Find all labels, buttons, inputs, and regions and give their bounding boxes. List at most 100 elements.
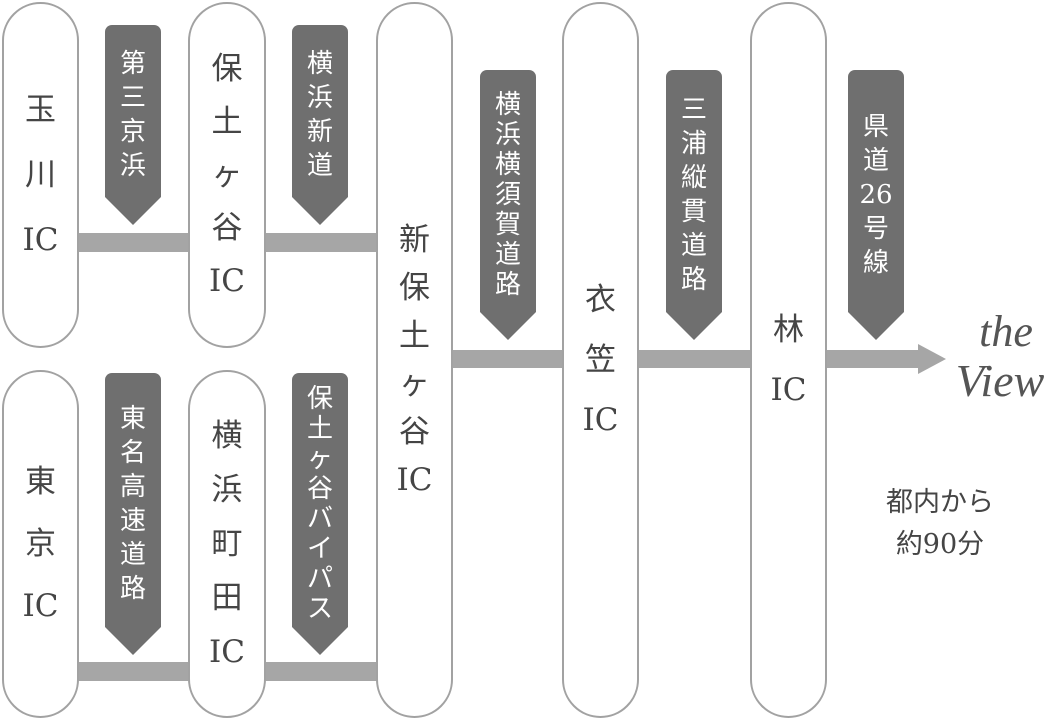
vertical-glyph: 林 — [773, 312, 804, 348]
vertical-glyph: 路 — [119, 574, 146, 604]
vertical-glyph: 田 — [211, 580, 243, 616]
vertical-glyph: 高 — [119, 472, 146, 502]
connector-tamagawa-hodogaya — [60, 233, 200, 252]
vertical-glyph: 浜 — [211, 472, 243, 508]
interchange-shin-hodogaya: 新保土ヶ谷 IC — [376, 2, 453, 718]
road-label-yokohama-yokosuka: 横浜横須賀道路 — [480, 70, 536, 340]
vertical-glyph: ヶ — [306, 444, 333, 474]
vertical-glyph: 土 — [399, 318, 430, 354]
vertical-glyph: IC — [770, 372, 807, 408]
interchange-name: 新保土ヶ谷 IC — [397, 216, 433, 504]
destination-logo-line2: View — [955, 355, 1045, 406]
vertical-glyph: 横 — [211, 418, 243, 454]
arrow-right-icon — [918, 344, 946, 374]
road-label-daisan-keihin: 第三京浜 — [105, 25, 161, 225]
vertical-glyph: 笠 — [585, 342, 616, 378]
interchange-name: 横浜町田 IC — [209, 409, 245, 679]
road-label-hodogaya-bypass: 保土ヶ谷バイパス — [292, 373, 348, 655]
vertical-glyph: 新 — [399, 222, 430, 258]
vertical-glyph: 道 — [680, 231, 707, 261]
interchange-yokohama-machida: 横浜町田 IC — [188, 370, 266, 718]
road-label-miura-jukan: 三浦縦貫道路 — [666, 70, 722, 340]
vertical-glyph: 貫 — [680, 197, 707, 227]
road-name: 東名高速道路 — [105, 373, 161, 635]
vertical-glyph: IC — [209, 262, 245, 299]
interchange-name: 玉川 IC — [23, 78, 59, 273]
road-label-tomei: 東名高速道路 — [105, 373, 161, 655]
vertical-glyph: 道 — [494, 240, 521, 270]
connector-yokohama-machida-shin-hodogaya — [250, 662, 390, 681]
vertical-glyph: 三 — [680, 95, 707, 125]
vertical-glyph: IC — [209, 634, 245, 670]
vertical-glyph: 土 — [306, 414, 333, 444]
vertical-glyph: 川 — [25, 156, 56, 193]
vertical-glyph: 道 — [119, 540, 146, 570]
vertical-glyph: 横 — [494, 90, 521, 120]
connector-kinugasa-hayashi — [625, 350, 760, 368]
road-name: 保土ヶ谷バイパス — [292, 373, 348, 635]
vertical-glyph: 保 — [306, 384, 333, 414]
vertical-glyph: 県 — [862, 112, 889, 142]
vertical-glyph: 谷 — [211, 209, 243, 246]
vertical-glyph: 路 — [680, 265, 707, 295]
vertical-glyph: 号 — [862, 214, 889, 244]
vertical-glyph: 保 — [399, 270, 430, 306]
road-name: 第三京浜 — [105, 25, 161, 205]
vertical-glyph: 道 — [862, 146, 889, 176]
vertical-glyph: 浜 — [306, 83, 333, 113]
vertical-glyph: パ — [306, 564, 333, 594]
vertical-glyph: 浜 — [494, 120, 521, 150]
connector-tokyo-yokohama-machida — [60, 662, 200, 681]
vertical-glyph: 玉 — [25, 91, 56, 128]
vertical-glyph: 京 — [25, 526, 56, 562]
vertical-glyph: ヶ — [399, 366, 430, 402]
vertical-glyph: 三 — [119, 83, 146, 113]
vertical-glyph: 路 — [494, 270, 521, 300]
destination-logo-line1: the — [979, 307, 1033, 356]
vertical-glyph: 東 — [119, 404, 146, 434]
vertical-glyph: 谷 — [306, 474, 333, 504]
connector-hayashi-destination — [815, 350, 921, 368]
destination-logo: the View — [952, 308, 1048, 406]
vertical-glyph: 東 — [25, 464, 56, 500]
vertical-glyph: 速 — [119, 506, 146, 536]
travel-time-note: 都内から 約90分 — [870, 482, 1010, 566]
connector-shin-hodogaya-kinugasa — [440, 350, 575, 368]
vertical-glyph: IC — [396, 462, 433, 498]
vertical-glyph: 賀 — [494, 210, 521, 240]
vertical-glyph: 衣 — [585, 282, 616, 318]
vertical-glyph: 浜 — [119, 151, 146, 181]
vertical-glyph: 名 — [119, 438, 146, 468]
road-name: 横浜新道 — [292, 25, 348, 205]
vertical-glyph: 横 — [494, 150, 521, 180]
vertical-glyph: 26 — [859, 180, 893, 210]
vertical-glyph: 道 — [306, 151, 333, 181]
vertical-glyph: 横 — [306, 49, 333, 79]
vertical-glyph: 谷 — [399, 414, 430, 450]
vertical-glyph: 新 — [306, 117, 333, 147]
connector-hodogaya-shin-hodogaya — [250, 233, 390, 252]
interchange-hayashi: 林 IC — [750, 2, 827, 718]
vertical-glyph: ス — [306, 594, 333, 624]
interchange-tamagawa: 玉川 IC — [2, 2, 79, 348]
vertical-glyph: IC — [582, 402, 619, 438]
road-label-yokohama-shindo: 横浜新道 — [292, 25, 348, 225]
interchange-name: 林 IC — [771, 300, 807, 420]
vertical-glyph: IC — [22, 221, 59, 258]
vertical-glyph: 縦 — [680, 163, 707, 193]
vertical-glyph: 保 — [211, 50, 243, 87]
vertical-glyph: ヶ — [211, 156, 243, 193]
vertical-glyph: 町 — [211, 526, 243, 562]
vertical-glyph: 第 — [119, 49, 146, 79]
interchange-kinugasa: 衣笠 IC — [562, 2, 639, 718]
travel-time-line2: 約90分 — [895, 529, 985, 560]
vertical-glyph: 京 — [119, 117, 146, 147]
interchange-name: 衣笠 IC — [583, 270, 619, 450]
